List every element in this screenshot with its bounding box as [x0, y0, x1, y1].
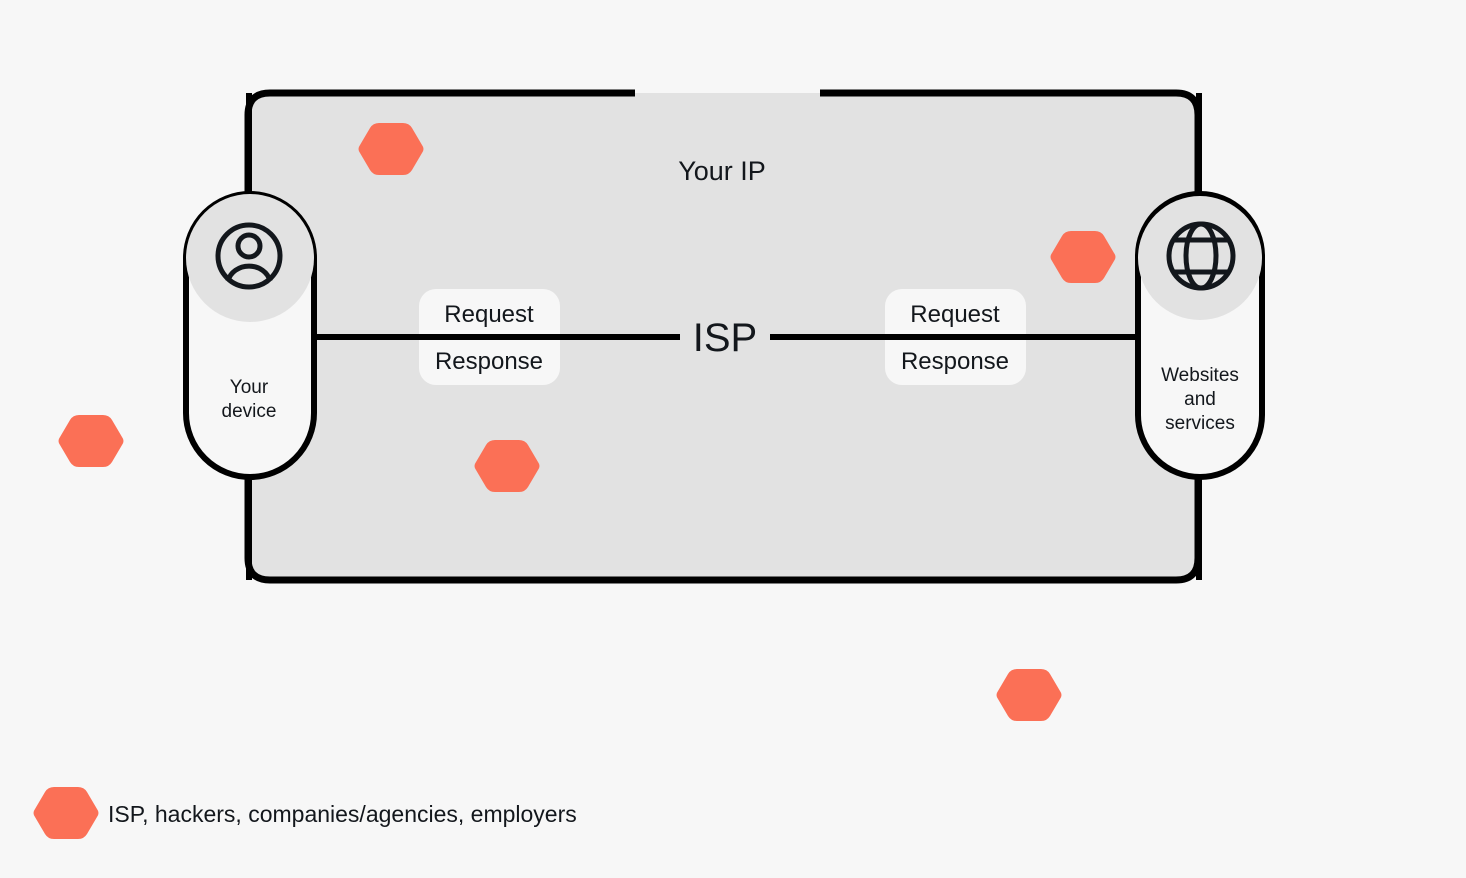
- right-request-label: Request: [910, 301, 1000, 328]
- isp-label: ISP: [693, 316, 757, 360]
- hex-outside-left: [58, 415, 124, 467]
- left-request-label: Request: [444, 301, 534, 328]
- right-response-label: Response: [901, 348, 1009, 375]
- legend-label: ISP, hackers, companies/agencies, employ…: [108, 801, 577, 827]
- your-device-label-line-2: device: [222, 401, 277, 422]
- isp-label-bg: [682, 310, 768, 364]
- websites-icon-disc: [1138, 196, 1262, 320]
- websites-label-line-3: services: [1165, 413, 1235, 434]
- legend-hexagon-swatch: [33, 787, 99, 839]
- hex-below-container: [996, 669, 1062, 721]
- legend: ISP, hackers, companies/agencies, employ…: [33, 787, 577, 839]
- websites-label-line-1: Websites: [1161, 365, 1239, 386]
- isp-node: ISP: [682, 310, 768, 364]
- left-traffic-chip: Request Response: [419, 289, 560, 385]
- websites-label-line-2: and: [1184, 389, 1216, 410]
- node-stubs: [246, 93, 1202, 580]
- node-your-device[interactable]: Your device: [183, 191, 317, 480]
- your-ip-label: Your IP: [678, 156, 766, 186]
- node-websites-and-services[interactable]: Websites and services: [1135, 191, 1265, 480]
- right-traffic-chip: Request Response: [885, 289, 1026, 385]
- globe-icon: [1166, 221, 1236, 291]
- left-response-label: Response: [435, 348, 543, 375]
- your-device-label-line-1: Your: [230, 377, 269, 398]
- user-avatar-icon: [215, 222, 283, 290]
